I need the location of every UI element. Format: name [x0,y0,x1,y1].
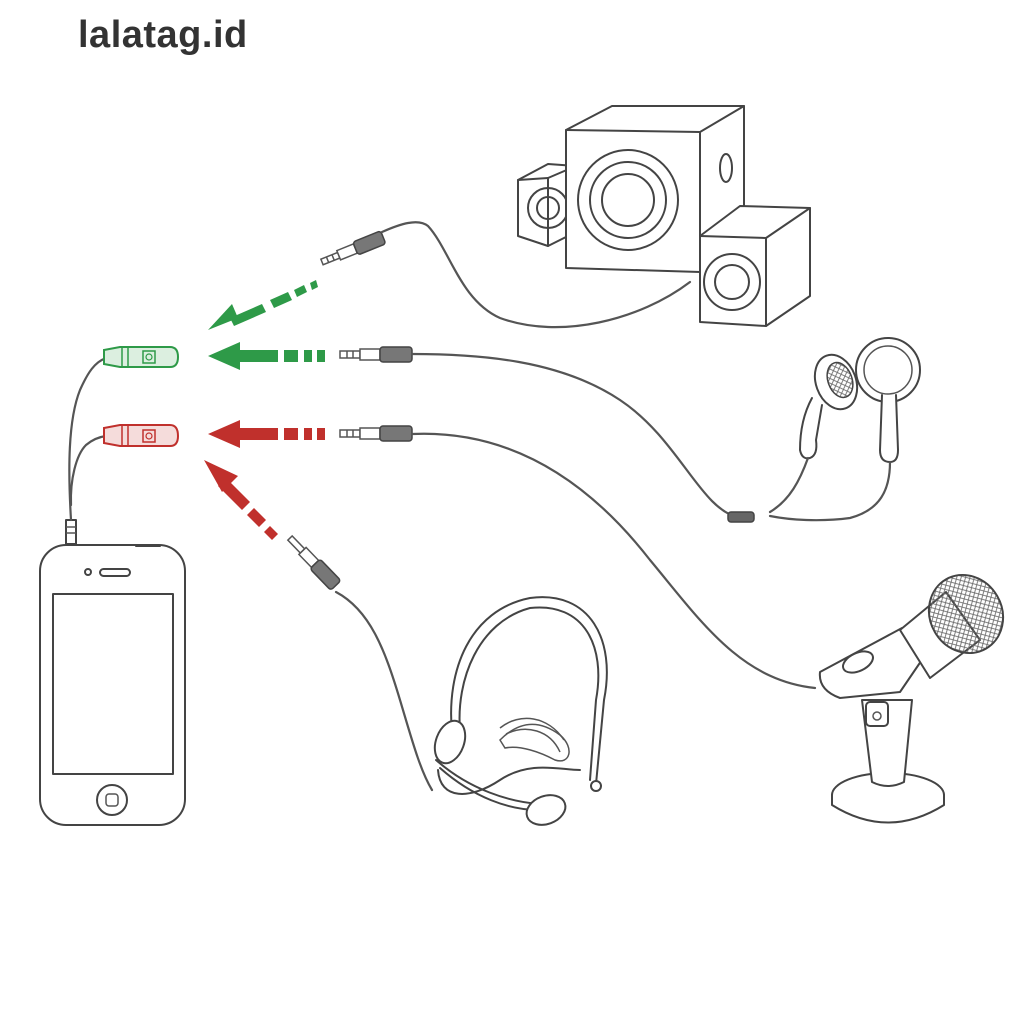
device-cables [334,221,817,792]
speaker-plug-icon [319,230,386,266]
desk-microphone-icon [818,573,1005,824]
earphones-icon [727,337,921,523]
headset-microphone-icon [433,596,608,826]
watermark-text: lalatag.id [78,14,248,56]
headset-plug-icon [286,534,341,590]
arrow-headset-red [204,460,278,540]
red-mic-jack-icon [103,424,180,447]
earphone-plug-icon [339,346,413,363]
arrow-speakers-green [208,280,318,330]
speaker-system-icon [517,105,811,327]
arrow-microphone-red [208,420,325,448]
arrow-earphones-green [208,342,325,370]
smartphone-icon [39,519,186,826]
microphone-plug-icon [339,425,413,442]
green-audio-jack-icon [103,346,180,368]
splitter-cable [68,356,108,522]
